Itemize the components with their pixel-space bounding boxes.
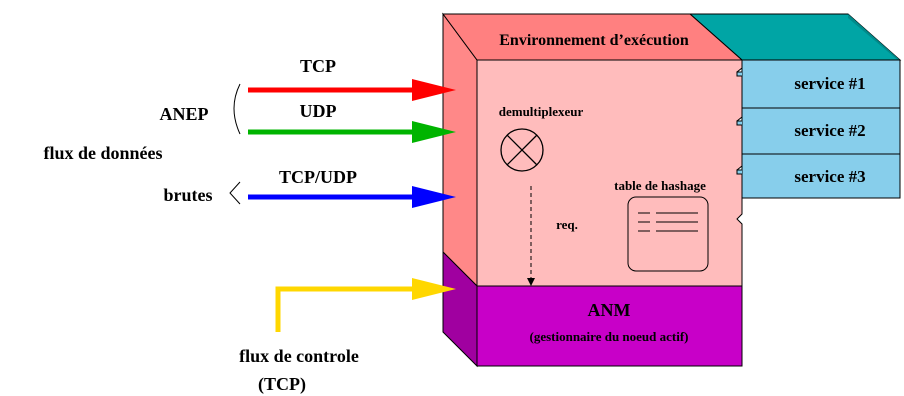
tcp-udp-label: TCP/UDP: [279, 167, 357, 187]
teal-back-face: [848, 14, 900, 62]
hash-table-label: table de hashage: [614, 178, 706, 193]
hash-table-icon: [627, 196, 709, 272]
req-label: req.: [556, 217, 578, 232]
tcp-udp-arrow: [248, 186, 456, 208]
tcp-arrow: [248, 79, 456, 101]
service-2-label: service #2: [794, 121, 865, 140]
anm-subtitle: (gestionnaire du noeud actif): [529, 329, 688, 344]
env-left-face: [442, 12, 478, 288]
flux-controle-tcp-label: (TCP): [258, 374, 306, 395]
brutes-bracket: [229, 181, 241, 205]
service-2-notch: [736, 120, 742, 126]
anep-label: ANEP: [160, 104, 209, 124]
service-3-label: service #3: [794, 167, 865, 186]
tcp-label: TCP: [300, 56, 336, 76]
flux-donnees-label: flux de données: [43, 143, 162, 163]
demux-label: demultiplexeur: [499, 104, 584, 119]
service-1-box: [741, 59, 901, 109]
service-1-label: service #1: [794, 74, 865, 93]
env-title: Environnement d’exécution: [499, 32, 689, 49]
control-flow-arrow: [275, 278, 456, 332]
anep-bracket: [233, 83, 241, 135]
demux-cross-line-2: [506, 134, 538, 166]
service-3-box: [741, 153, 901, 199]
udp-arrow: [248, 121, 456, 143]
service-3-notch: [736, 169, 742, 175]
flux-controle-label: flux de controle: [239, 346, 359, 366]
service-1-notch: [736, 71, 742, 77]
brutes-label: brutes: [164, 185, 213, 205]
anm-title: ANM: [588, 300, 631, 320]
udp-label: UDP: [300, 101, 337, 121]
anm-front-face: [476, 285, 743, 367]
